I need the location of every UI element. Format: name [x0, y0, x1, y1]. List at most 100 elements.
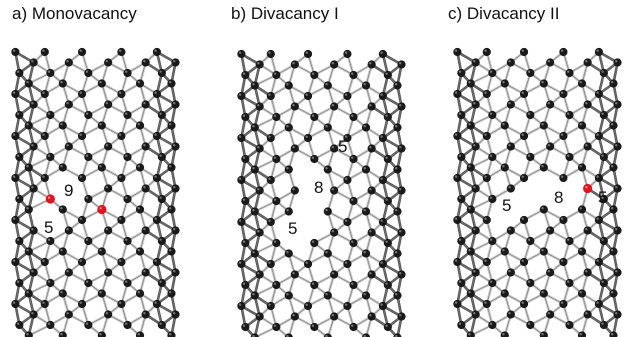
carbon-atom [141, 100, 150, 109]
carbon-atom [349, 154, 358, 164]
carbon-atom [123, 152, 132, 162]
carbon-atom [84, 278, 93, 288]
atom-highlight [268, 261, 271, 264]
atom-highlight [547, 228, 551, 231]
atom-highlight [273, 156, 277, 159]
carbon-atom [539, 163, 548, 172]
atom-highlight [292, 62, 295, 65]
atom-highlight [585, 144, 588, 147]
carbon-atom [594, 131, 604, 141]
atom-highlight [468, 81, 471, 84]
carbon-atom [24, 121, 33, 130]
atom-highlight [12, 175, 16, 178]
carbon-atom [577, 121, 587, 130]
carbon-atom [152, 215, 162, 225]
atom-highlight [125, 70, 128, 73]
atom-highlight [159, 322, 162, 325]
carbon-atom [40, 257, 49, 267]
carbon-atom [255, 312, 264, 321]
carbon-atom [583, 142, 592, 151]
atom-highlight [252, 125, 255, 128]
carbon-atom [471, 226, 480, 235]
carbon-atom [255, 102, 264, 111]
atom-highlight [610, 81, 614, 84]
carbon-atom [117, 89, 126, 99]
atom-highlight [305, 135, 308, 138]
carbon-atom [546, 58, 555, 67]
atom-highlight [508, 228, 511, 231]
atom-highlight [399, 62, 402, 65]
carbon-atom [330, 102, 339, 111]
carbon-atom [397, 186, 406, 195]
atom-highlight [541, 207, 544, 210]
carbon-atom [519, 299, 529, 309]
atom-highlight [238, 219, 242, 222]
atom-highlight [363, 251, 366, 254]
atom-highlight [125, 196, 128, 199]
carbon-atom [330, 60, 339, 69]
atom-highlight [363, 125, 366, 128]
carbon-atom [383, 238, 392, 248]
carbon-atom [152, 131, 162, 141]
atom-highlight [66, 270, 69, 273]
atom-highlight [60, 291, 63, 294]
atom-highlight [238, 177, 242, 180]
atom-highlight [385, 282, 388, 285]
atom-highlight [394, 125, 398, 128]
carbon-atom [97, 79, 106, 88]
carbon-atom [123, 320, 132, 330]
atom-highlight [79, 91, 82, 94]
carbon-atom [141, 268, 150, 277]
atom-highlight [527, 322, 531, 325]
carbon-atom [40, 47, 49, 57]
atom-highlight [125, 238, 128, 241]
atom-highlight [394, 293, 398, 296]
atom-highlight [286, 251, 289, 254]
carbon-atom [40, 131, 49, 141]
atom-highlight [473, 228, 476, 231]
atom-highlight [60, 207, 63, 210]
atom-highlight [242, 156, 246, 159]
atom-highlight [454, 259, 458, 262]
lattice-divacancy-1: 5 8 5 [237, 49, 406, 337]
defect-atom [45, 194, 55, 204]
atom-highlight [541, 249, 544, 252]
atom-highlight [47, 196, 51, 199]
atom-highlight [527, 238, 531, 241]
carbon-atom [471, 310, 480, 319]
atom-highlight [286, 83, 289, 86]
carbon-atom [323, 249, 332, 258]
carbon-atom [453, 299, 462, 309]
carbon-atom [303, 133, 313, 143]
atom-highlight [502, 249, 505, 252]
carbon-atom [29, 58, 38, 67]
carbon-atom [29, 268, 38, 277]
carbon-atom [378, 301, 388, 311]
atom-highlight [31, 228, 34, 231]
atom-highlight [610, 333, 614, 336]
carbon-atom [24, 247, 33, 256]
atom-highlight [596, 133, 599, 136]
carbon-atom [471, 58, 480, 67]
atom-highlight [292, 314, 295, 317]
ring-label-five-bottom: 5 [288, 219, 297, 238]
carbon-atom [11, 299, 20, 309]
carbon-atom [15, 236, 24, 246]
carbon-atom [157, 320, 166, 330]
carbon-atom [519, 173, 529, 183]
carbon-atom [397, 60, 406, 69]
atom-highlight [596, 259, 599, 262]
carbon-atom [577, 331, 587, 337]
atom-highlight [252, 209, 255, 212]
atom-highlight [238, 261, 242, 264]
carbon-atom [599, 152, 608, 162]
atom-highlight [16, 112, 20, 115]
atom-highlight [489, 322, 493, 325]
atom-highlight [369, 314, 372, 317]
atom-highlight [521, 217, 524, 220]
carbon-atom [11, 47, 20, 57]
carbon-atom [453, 173, 462, 183]
carbon-atom [58, 79, 67, 88]
carbon-atom [272, 280, 281, 290]
panel-title: a) Monovacancy [12, 4, 137, 23]
